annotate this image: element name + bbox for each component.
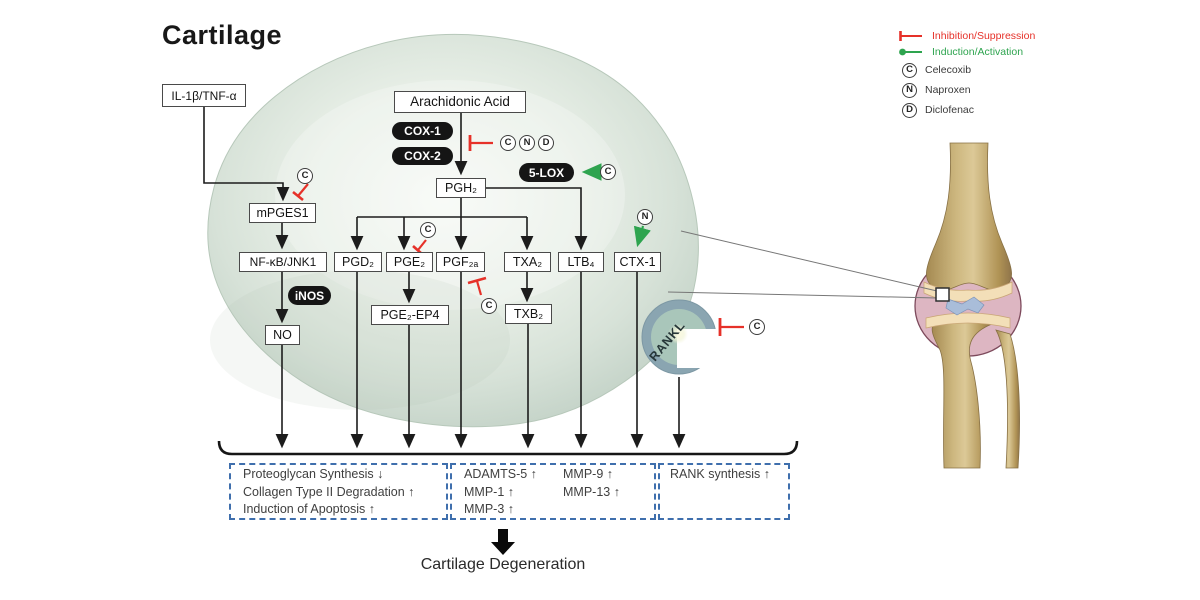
- naproxen-circle-icon: N: [519, 135, 535, 151]
- node-pgf2a: PGF₂ₐ: [436, 252, 485, 272]
- celecoxib-circle-icon: C: [481, 298, 497, 314]
- outcome-box-matrix: [229, 463, 448, 520]
- node-pge2: PGE₂: [386, 252, 433, 272]
- legend-diclofenac-label: Diclofenac: [925, 104, 975, 116]
- node-pgh2: PGH₂: [436, 178, 486, 198]
- cartilage-layer-lower: [925, 312, 1011, 329]
- fibula-bone: [995, 329, 1020, 469]
- inhibition-tee-icon: [899, 31, 922, 41]
- node-pgd2: PGD₂: [334, 252, 382, 272]
- induction-dot-icon: [899, 48, 922, 56]
- pill-inos: iNOS: [288, 286, 331, 305]
- node-il1b-tnfa: IL-1β/TNF-α: [162, 84, 246, 107]
- node-nfkb-jnk1: NF-κB/JNK1: [239, 252, 327, 272]
- legend-inhibition-label: Inhibition/Suppression: [932, 30, 1036, 42]
- legend-induction-label: Induction/Activation: [932, 46, 1024, 58]
- inhibition-symbols: [292, 135, 744, 336]
- pathway-arrows: [203, 107, 686, 449]
- figure-title: Cartilage: [162, 20, 283, 50]
- celecoxib-circle-icon: C: [600, 164, 616, 180]
- node-no: NO: [265, 325, 300, 345]
- rankl-shape: RANKL: [641, 299, 721, 375]
- footer-label: Cartilage Degeneration: [420, 556, 586, 573]
- celecoxib-circle-icon: C: [749, 319, 765, 335]
- naproxen-circle-icon: N: [637, 209, 653, 225]
- legend-celecoxib-label: Celecoxib: [925, 64, 972, 76]
- celecoxib-circle-icon: C: [500, 135, 516, 151]
- legend-induction: Induction/Activation: [898, 44, 1023, 60]
- legend-inhibition: Inhibition/Suppression: [898, 28, 1035, 44]
- outcome-line: RANK synthesis ↑: [670, 467, 771, 481]
- cruciate-ligament: [945, 296, 985, 316]
- diclofenac-circle-icon: D: [902, 102, 917, 118]
- induction-arrows: [581, 163, 651, 248]
- celecoxib-circle-icon: C: [297, 168, 313, 184]
- outcome-bracket: [217, 440, 799, 456]
- node-pge2-ep4: PGE₂-EP4: [371, 305, 449, 325]
- zoom-connector-lines: [667, 230, 938, 299]
- outcome-box-proteases: [450, 463, 656, 520]
- diclofenac-circle-icon: D: [538, 135, 554, 151]
- outcome-line: ADAMTS-5 ↑ MMP-1 ↑ MMP-3 ↑: [464, 467, 537, 516]
- node-arachidonic-acid: Arachidonic Acid: [394, 91, 526, 113]
- node-ltb4: LTB₄: [558, 252, 604, 272]
- celecoxib-circle-icon: C: [420, 222, 436, 238]
- naproxen-circle-icon: N: [902, 82, 917, 98]
- node-mpges1: mPGES1: [249, 203, 316, 223]
- node-txb2: TXB₂: [505, 304, 552, 324]
- celecoxib-circle-icon: C: [902, 62, 917, 78]
- legend-celecoxib: C Celecoxib: [902, 62, 971, 78]
- node-ctx1: CTX-1: [614, 252, 661, 272]
- degeneration-arrow: [491, 529, 515, 555]
- pill-5lox: 5-LOX: [519, 163, 574, 182]
- pill-cox1: COX-1: [392, 122, 453, 140]
- knee-joint-illustration: [914, 142, 1022, 469]
- outcome-line: MMP-9 ↑ MMP-13 ↑: [563, 467, 620, 499]
- legend-naproxen: N Naproxen: [902, 82, 971, 98]
- legend-diclofenac: D Diclofenac: [902, 102, 974, 118]
- node-txa2: TXA₂: [504, 252, 551, 272]
- legend-naproxen-label: Naproxen: [925, 84, 971, 96]
- outcome-box-rank: [658, 463, 790, 520]
- pill-cox2: COX-2: [392, 147, 453, 165]
- femur-bone: [926, 142, 1012, 291]
- outcome-line: Proteoglycan Synthesis ↓ Collagen Type I…: [243, 467, 415, 516]
- zoom-marker-square: [935, 287, 950, 302]
